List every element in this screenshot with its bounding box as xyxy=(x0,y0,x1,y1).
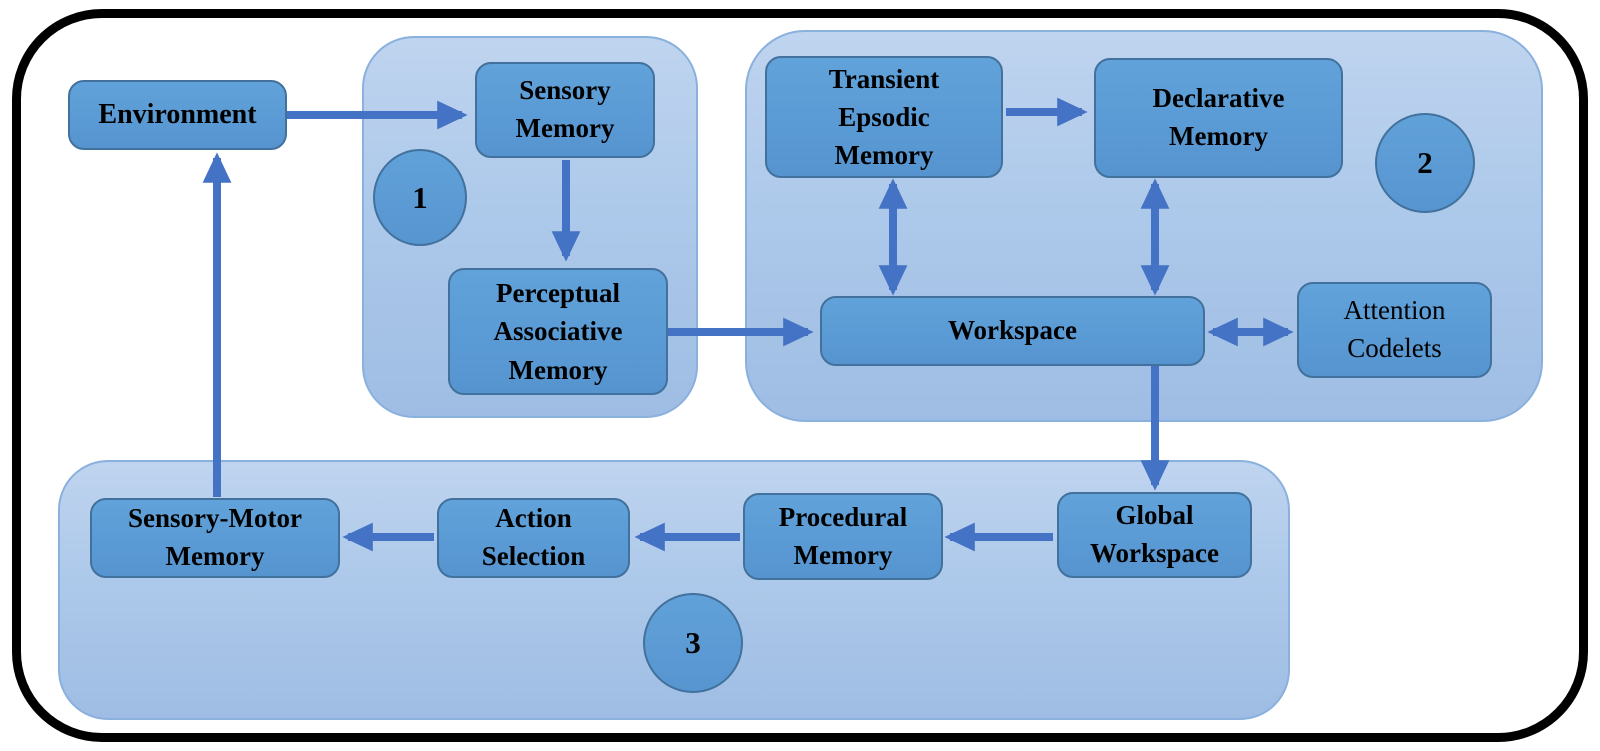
node-workspace: Workspace xyxy=(820,296,1205,366)
node-attention-codelets: Attention Codelets xyxy=(1297,282,1492,378)
node-sensory-memory: Sensory Memory xyxy=(475,62,655,158)
node-transient-episodic-memory: Transient Epsodic Memory xyxy=(765,56,1003,178)
node-global-workspace: Global Workspace xyxy=(1057,492,1252,578)
group-1-badge: 1 xyxy=(373,149,467,246)
node-environment: Environment xyxy=(68,80,287,150)
group-3-badge: 3 xyxy=(643,593,743,693)
node-procedural-memory: Procedural Memory xyxy=(743,493,943,580)
outer-frame xyxy=(12,9,1588,742)
node-sensory-motor-memory: Sensory-Motor Memory xyxy=(90,498,340,578)
node-declarative-memory: Declarative Memory xyxy=(1094,58,1343,178)
group-2-badge: 2 xyxy=(1375,113,1475,213)
node-action-selection: Action Selection xyxy=(437,498,630,578)
node-perceptual-associative-memory: Perceptual Associative Memory xyxy=(448,268,668,395)
